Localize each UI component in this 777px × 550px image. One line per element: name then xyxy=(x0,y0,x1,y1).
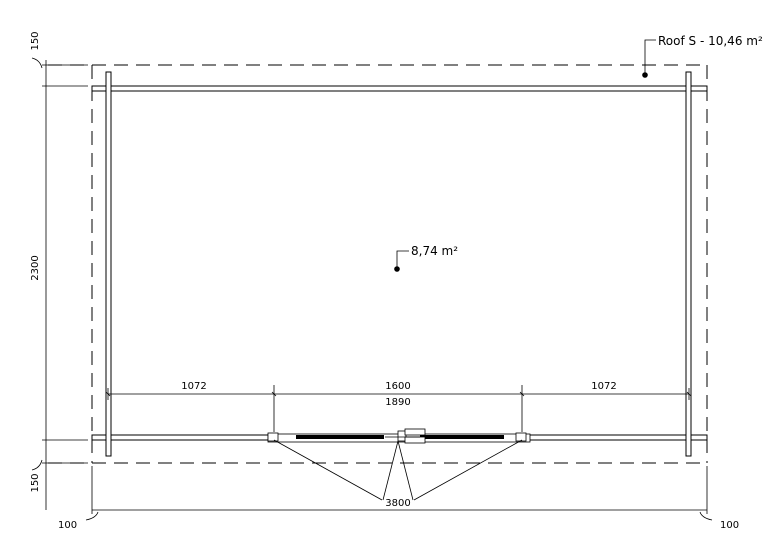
dimension-overhang-right: 100 xyxy=(720,520,739,531)
bottom-wall-right xyxy=(521,434,708,441)
bottom-wall-left xyxy=(91,434,275,441)
dimension-segment-right: 1072 xyxy=(591,381,616,392)
double-door xyxy=(267,428,531,444)
right-wall xyxy=(685,71,692,457)
overall-dimension-line xyxy=(85,466,713,521)
dimension-overhang-left: 100 xyxy=(58,520,77,531)
dimension-roof-overhang-bottom: 150 xyxy=(30,473,41,492)
roof-area-marker xyxy=(642,39,656,78)
walls xyxy=(91,71,708,457)
dimension-door-width: 1890 xyxy=(385,397,410,408)
door-swing-lines xyxy=(273,439,523,501)
dimension-segment-left: 1072 xyxy=(181,381,206,392)
dimension-height: 2300 xyxy=(30,255,41,280)
floor-area-label: 8,74 m² xyxy=(411,244,458,258)
interior-dimension-line xyxy=(105,385,692,432)
roof-outline xyxy=(48,64,708,464)
vertical-dimension-line xyxy=(31,57,88,510)
top-wall xyxy=(91,85,708,92)
floor-area-marker xyxy=(394,250,409,272)
dimension-roof-overhang-top: 150 xyxy=(30,31,41,50)
roof-area-label: Roof S - 10,46 m² xyxy=(658,34,763,48)
left-wall xyxy=(105,71,112,457)
dimension-total-width: 3800 xyxy=(385,498,410,509)
dimension-segment-middle: 1600 xyxy=(385,381,410,392)
